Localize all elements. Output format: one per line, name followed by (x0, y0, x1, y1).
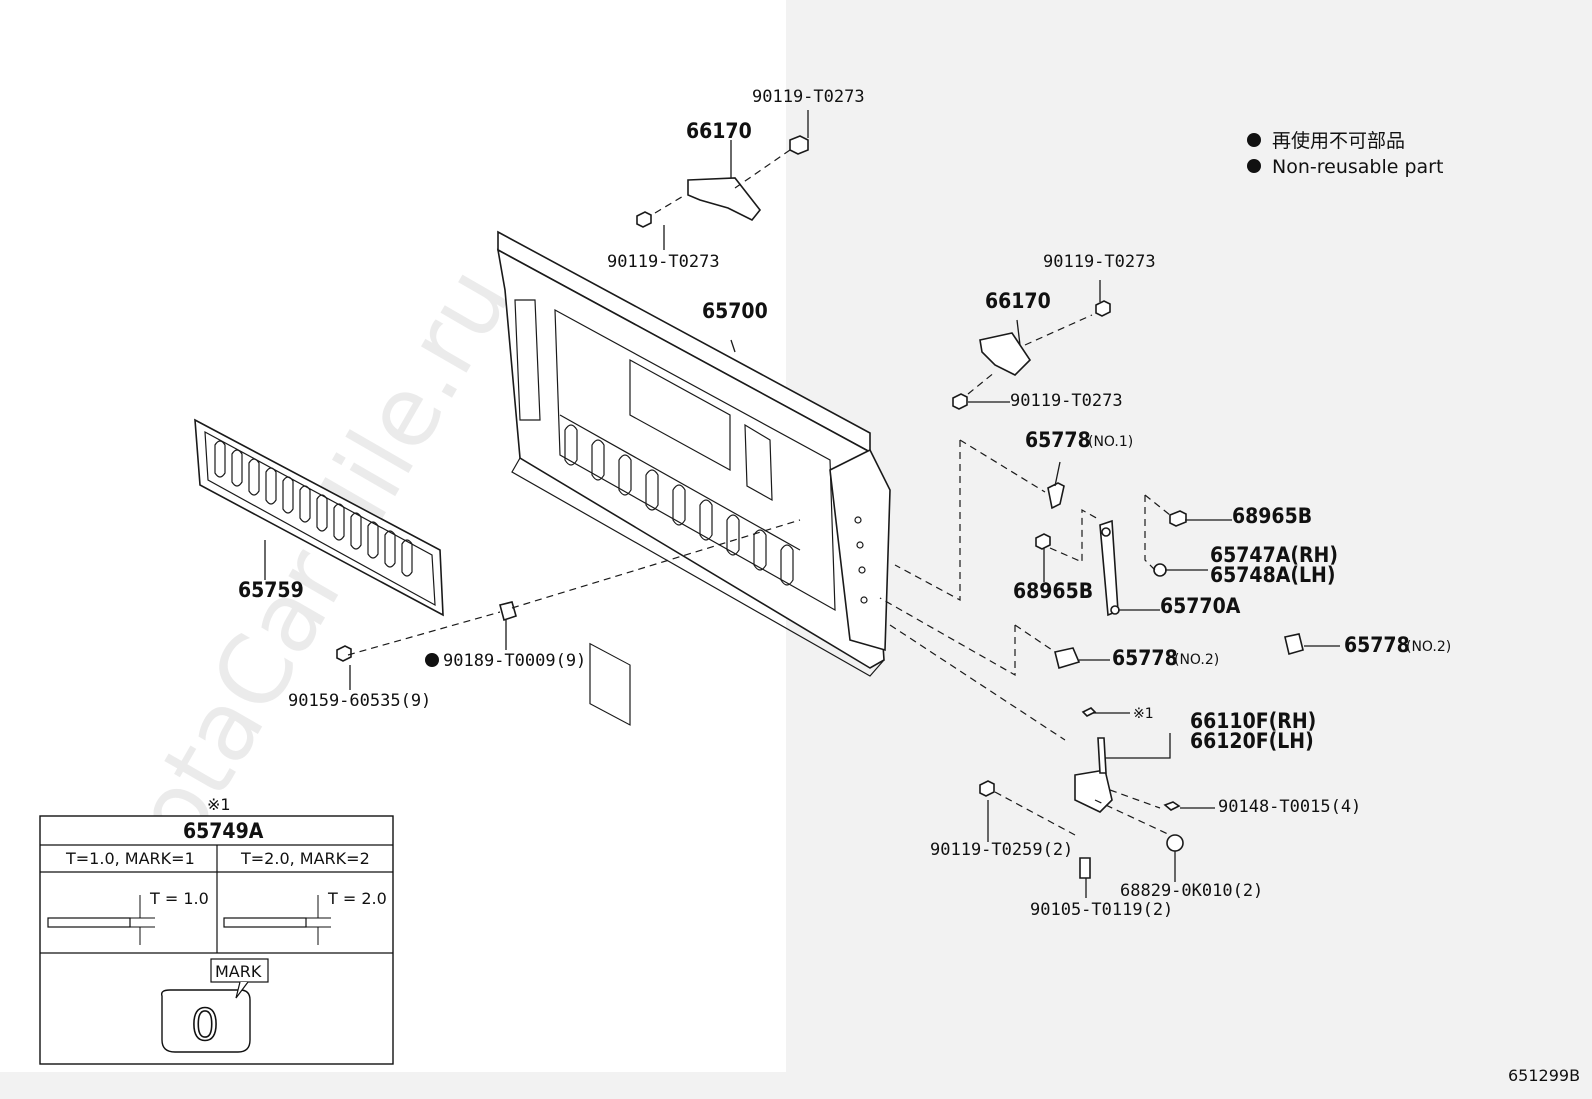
label-68965b-right: 68965B (1232, 504, 1312, 528)
projection-lines (347, 439, 1171, 741)
table-ref: ※1 (207, 795, 231, 814)
label-68829: 68829-0K010(2) (1120, 881, 1263, 901)
label-90105: 90105-T0119(2) (1030, 900, 1173, 920)
leader-lines (264, 110, 1340, 898)
label-90119-t0259: 90119-T0259(2) (930, 840, 1073, 860)
label-hinge-right: 66170 (985, 289, 1051, 313)
label-bolt-top-2: 90119-T0273 (607, 252, 720, 272)
label-90189: 90189-T0009(9) (443, 651, 586, 671)
shim-table: ※1 65749A T=1.0, MARK=1 T=2.0, MARK=2 T … (39, 795, 394, 1065)
label-bolt-top-1: 90119-T0273 (752, 87, 865, 107)
table-mark-label: MARK (215, 962, 262, 981)
label-68965b-left: 68965B (1013, 579, 1093, 603)
table-col2-dim: T = 2.0 (327, 889, 387, 908)
table-col1-dim: T = 1.0 (149, 889, 209, 908)
label-65778-no2-a-suffix: (NO.2) (1174, 652, 1219, 668)
label-65778-no2-b-suffix: (NO.2) (1406, 639, 1451, 655)
label-tailgate: 65700 (702, 299, 768, 323)
label-65778-no1-suffix: (NO.1) (1088, 434, 1133, 450)
label-bolt-right-1: 90119-T0273 (1043, 252, 1156, 272)
non-reusable-dot-icon (425, 653, 439, 667)
label-65778-no2-a: 65778 (1112, 646, 1178, 670)
table-mark-glyph: 0 (191, 1000, 219, 1051)
right-background (786, 0, 1592, 1072)
label-65770a: 65770A (1160, 594, 1241, 618)
label-90148: 90148-T0015(4) (1218, 797, 1361, 817)
hinge-top-drawing (636, 135, 809, 228)
label-protector: 65759 (238, 578, 304, 602)
label-hinge-top: 66170 (686, 119, 752, 143)
label-90159: 90159-60535(9) (288, 691, 431, 711)
label-66110f: 66110F(RH) (1190, 709, 1316, 733)
lock-assembly-drawing (979, 707, 1184, 879)
latch-parts-drawing (336, 482, 1304, 670)
label-66120f: 66120F(LH) (1190, 729, 1314, 753)
label-65748a: 65748A(LH) (1210, 563, 1335, 587)
table-title: 65749A (183, 819, 264, 843)
diagram-code: 651299B (1508, 1066, 1580, 1085)
bottom-background (0, 1072, 1592, 1099)
label-65778-no2-b: 65778 (1344, 633, 1410, 657)
label-bolt-right-2: 90119-T0273 (1010, 391, 1123, 411)
legend-en: Non-reusable part (1272, 156, 1443, 178)
legend-jp: 再使用不可部品 (1272, 130, 1405, 152)
table-col2-header: T=2.0, MARK=2 (240, 849, 370, 868)
protector-panel-drawing (194, 418, 444, 617)
table-col1-header: T=1.0, MARK=1 (65, 849, 195, 868)
label-65778-no1: 65778 (1025, 428, 1091, 452)
tailgate-panel-drawing (496, 230, 891, 726)
hinge-right-drawing (952, 300, 1111, 410)
legend-dot-icon (1247, 133, 1261, 147)
label-ref-x1: ※1 (1133, 706, 1154, 722)
legend-dot-icon (1247, 159, 1261, 173)
label-65747a: 65747A(RH) (1210, 543, 1338, 567)
